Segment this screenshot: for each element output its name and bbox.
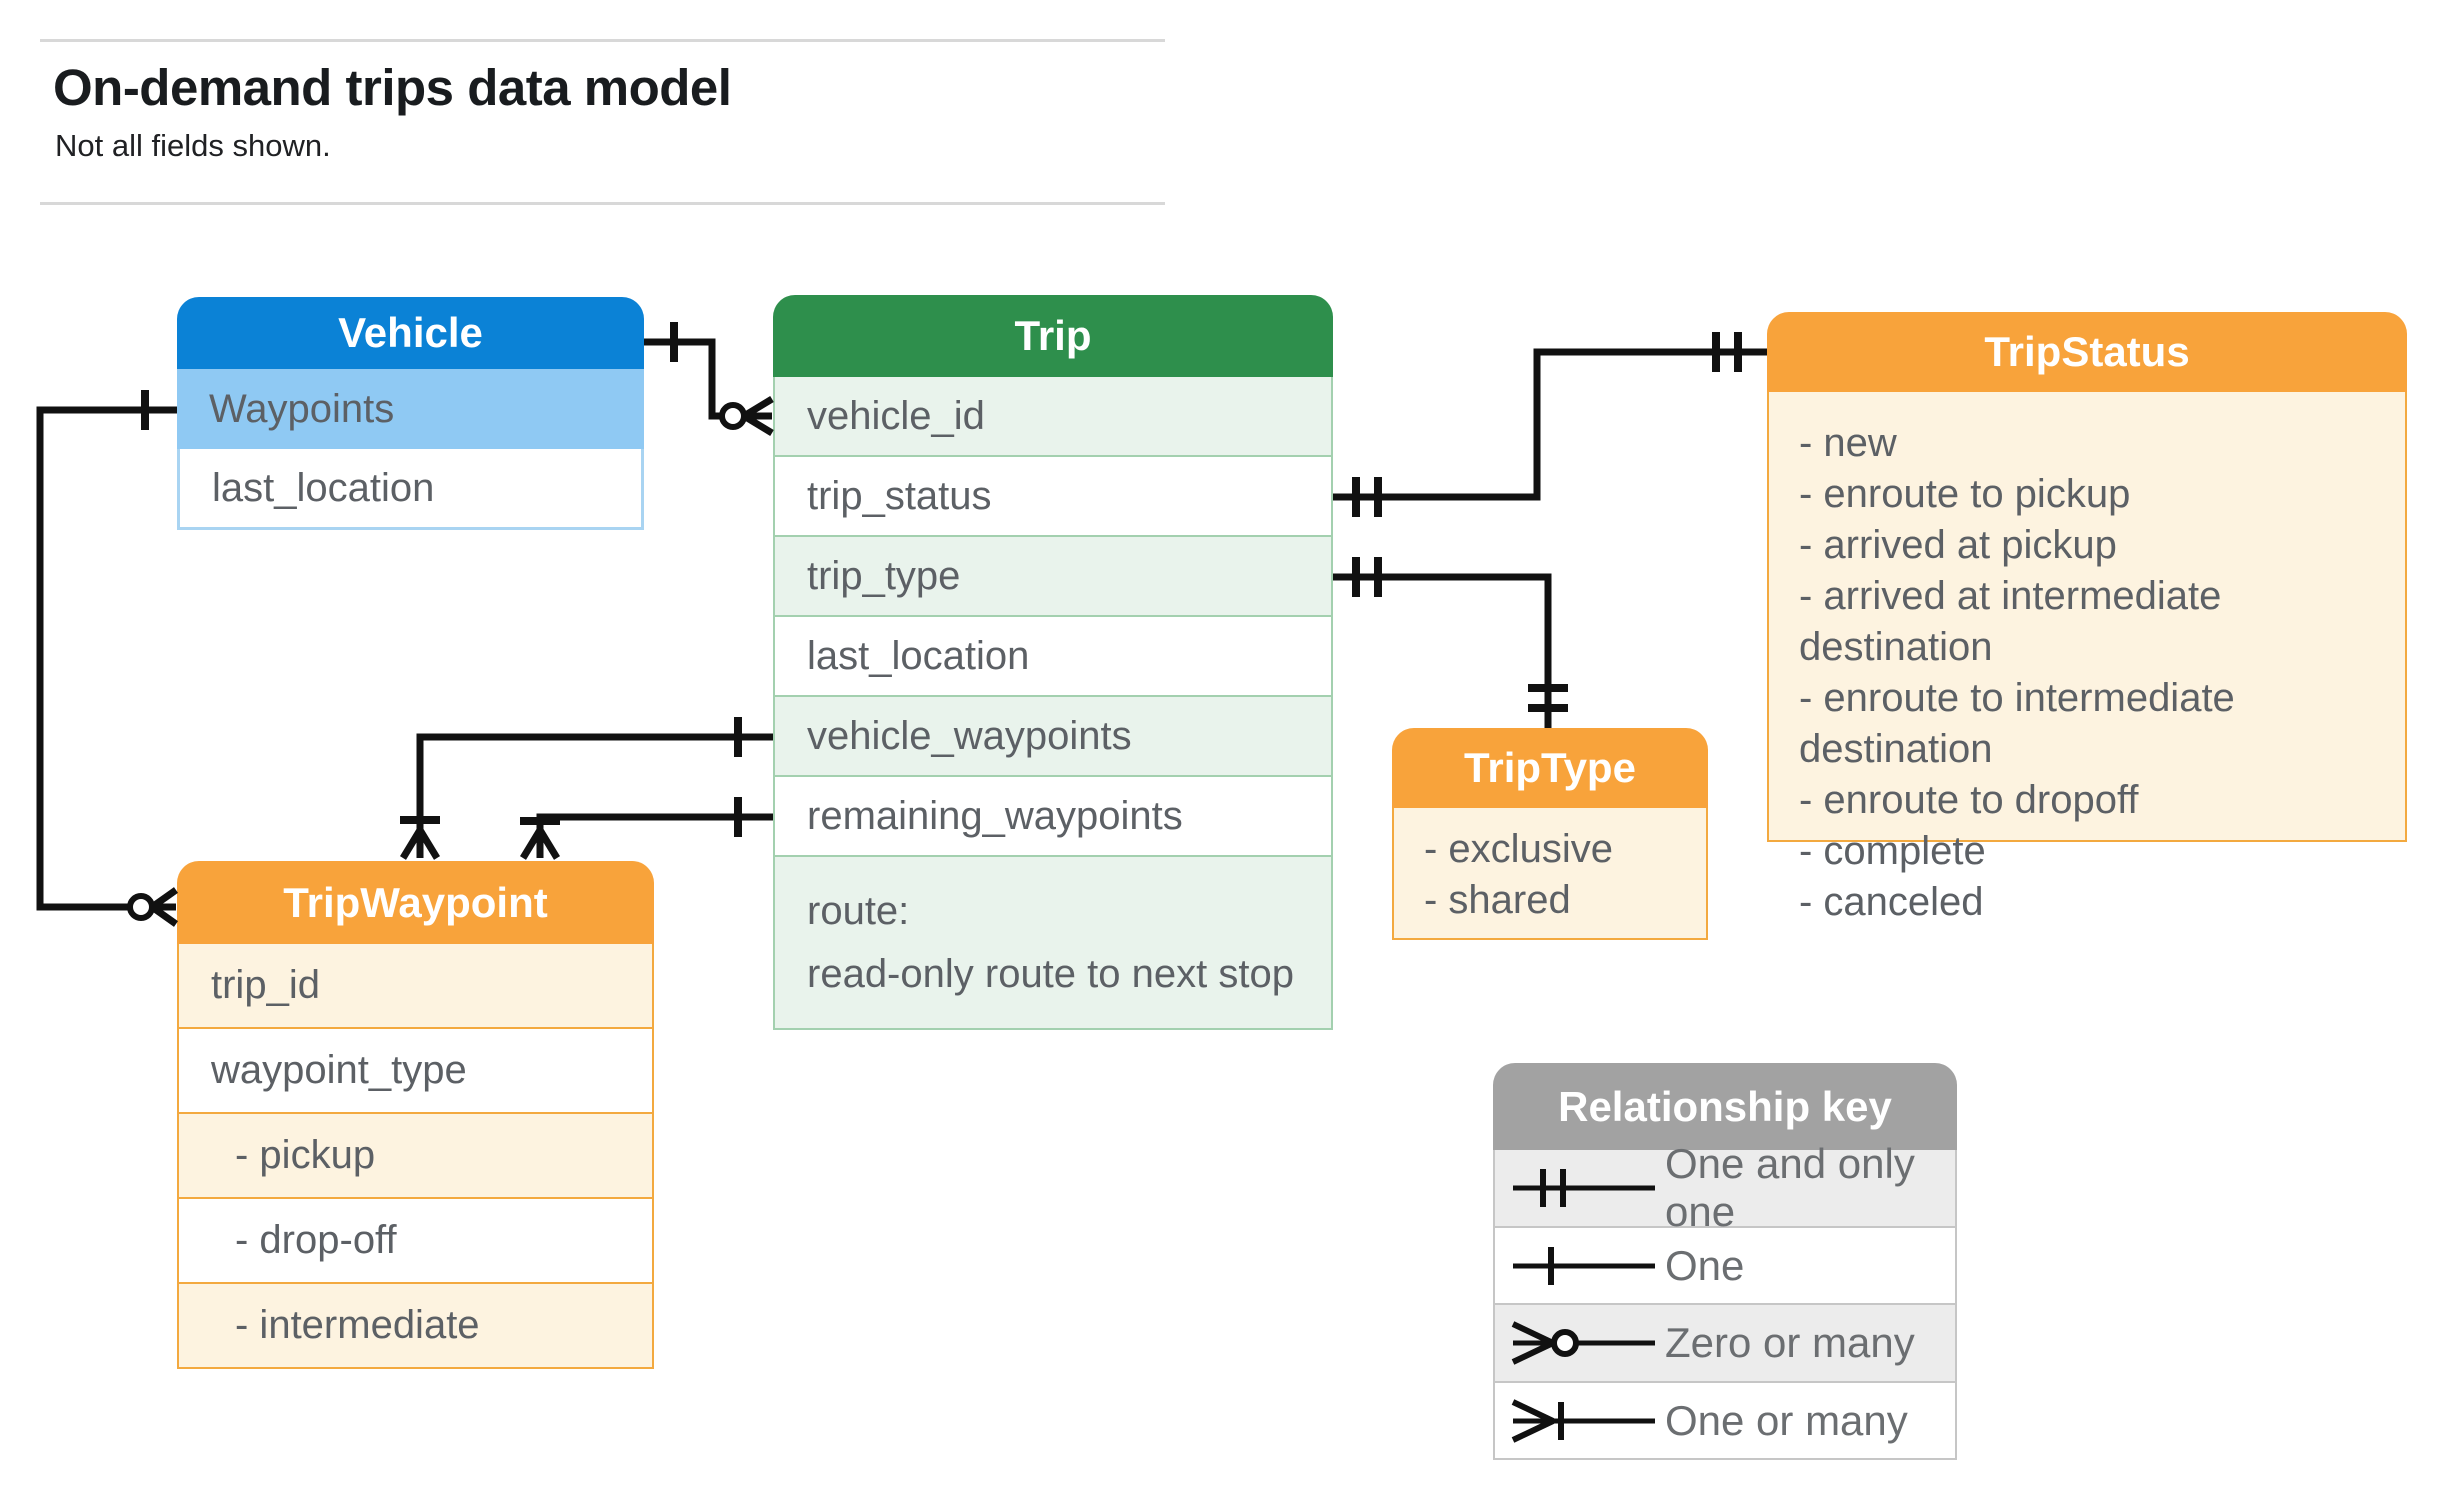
entity-trip-waypoint-header: TripWaypoint <box>177 861 654 944</box>
trip-row-last-location-label: last_location <box>807 633 1030 678</box>
trip-waypoint-row-drop-off: - drop-off <box>177 1199 654 1284</box>
trip-row-remaining-waypoints-label: remaining_waypoints <box>807 793 1183 838</box>
connector-trip-status-to-tripstatus <box>1333 348 1767 501</box>
trip-row-vehicle-id: vehicle_id <box>773 377 1333 457</box>
connector-trip-vehicle-waypoints-to-tripwaypoint <box>416 733 773 830</box>
trip-waypoint-row-waypoint-type: waypoint_type <box>177 1029 654 1114</box>
one-icon <box>1495 1238 1665 1294</box>
entity-trip: Trip vehicle_id trip_status trip_type la… <box>773 295 1333 1030</box>
legend-label-one-or-many: One or many <box>1665 1396 1908 1444</box>
vehicle-row-waypoints: Waypoints <box>177 369 644 449</box>
one-and-only-one-icon <box>1495 1160 1665 1216</box>
trip-row-route-line1: route: <box>807 888 910 933</box>
entity-trip-waypoint-title: TripWaypoint <box>283 878 548 926</box>
trip-row-trip-type-label: trip_type <box>807 553 961 598</box>
entity-trip-status-title: TripStatus <box>1984 328 2190 375</box>
page-subtitle: Not all fields shown. <box>55 128 331 163</box>
trip-row-vehicle-id-label: vehicle_id <box>807 393 985 438</box>
trip-row-route: route: read-only route to next stop <box>773 857 1333 1030</box>
connector-trip-type-to-triptype <box>1333 573 1552 728</box>
connector-vehicle-waypoints-to-tripwaypoint <box>36 406 177 911</box>
trip-row-vehicle-waypoints-label: vehicle_waypoints <box>807 713 1132 758</box>
trip-row-trip-status-label: trip_status <box>807 473 992 518</box>
entity-vehicle-title: Vehicle <box>338 309 483 356</box>
trip-status-body: - new - enroute to pickup - arrived at p… <box>1767 392 2407 924</box>
connector-vehicle-to-trip <box>644 338 722 420</box>
legend-label-one: One <box>1665 1241 1745 1289</box>
trip-waypoint-row-waypoint-type-label: waypoint_type <box>211 1048 467 1092</box>
legend-row-one-or-many: One or many <box>1493 1383 1957 1460</box>
trip-row-vehicle-waypoints: vehicle_waypoints <box>773 697 1333 777</box>
trip-waypoint-row-trip-id: trip_id <box>177 944 654 1029</box>
vehicle-row-last-location-label: last_location <box>212 465 435 510</box>
entity-vehicle: Vehicle Waypoints last_location <box>177 297 644 530</box>
trip-status-items: - new - enroute to pickup - arrived at p… <box>1799 421 2235 924</box>
entity-trip-header: Trip <box>773 295 1333 377</box>
relationship-key-header: Relationship key <box>1493 1063 1957 1150</box>
trip-waypoint-row-trip-id-label: trip_id <box>211 963 320 1007</box>
title-bottom-divider <box>40 202 1165 205</box>
zero-or-many-icon <box>1495 1315 1665 1371</box>
entity-trip-type: TripType - exclusive - shared <box>1392 728 1708 940</box>
trip-row-last-location: last_location <box>773 617 1333 697</box>
connector-trip-remaining-waypoints-to-tripwaypoint <box>536 813 773 830</box>
relationship-key-title: Relationship key <box>1558 1082 1892 1130</box>
trip-type-items: - exclusive - shared <box>1424 827 1613 922</box>
trip-waypoint-row-drop-off-label: - drop-off <box>235 1218 397 1262</box>
trip-type-body: - exclusive - shared <box>1392 808 1708 940</box>
trip-row-trip-status: trip_status <box>773 457 1333 537</box>
entity-trip-status: TripStatus - new - enroute to pickup - a… <box>1767 312 2407 924</box>
trip-row-remaining-waypoints: remaining_waypoints <box>773 777 1333 857</box>
trip-waypoint-row-intermediate-label: - intermediate <box>235 1303 480 1347</box>
entity-trip-title: Trip <box>1014 312 1092 359</box>
trip-waypoint-row-pickup-label: - pickup <box>235 1133 376 1177</box>
entity-vehicle-header: Vehicle <box>177 297 644 369</box>
trip-waypoint-row-intermediate: - intermediate <box>177 1284 654 1369</box>
legend-row-one: One <box>1493 1228 1957 1305</box>
entity-trip-waypoint: TripWaypoint trip_id waypoint_type - pic… <box>177 861 654 1369</box>
vehicle-row-waypoints-label: Waypoints <box>209 386 395 431</box>
page-title: On-demand trips data model <box>53 59 732 116</box>
entity-trip-type-header: TripType <box>1392 728 1708 808</box>
one-or-many-icon <box>1495 1393 1665 1449</box>
relationship-key: Relationship key One and only one One <box>1493 1063 1957 1460</box>
legend-row-one-and-only-one: One and only one <box>1493 1140 1957 1235</box>
trip-row-trip-type: trip_type <box>773 537 1333 617</box>
legend-row-zero-or-many: Zero or many <box>1493 1305 1957 1383</box>
entity-trip-status-header: TripStatus <box>1767 312 2407 392</box>
legend-label-one-and-only-one: One and only one <box>1665 1140 1915 1235</box>
entity-trip-type-title: TripType <box>1464 744 1636 791</box>
top-divider <box>40 39 1165 42</box>
vehicle-row-last-location: last_location <box>177 449 644 530</box>
trip-row-route-line2: read-only route to next stop <box>807 951 1294 996</box>
legend-label-zero-or-many: Zero or many <box>1665 1319 1915 1366</box>
trip-waypoint-row-pickup: - pickup <box>177 1114 654 1199</box>
